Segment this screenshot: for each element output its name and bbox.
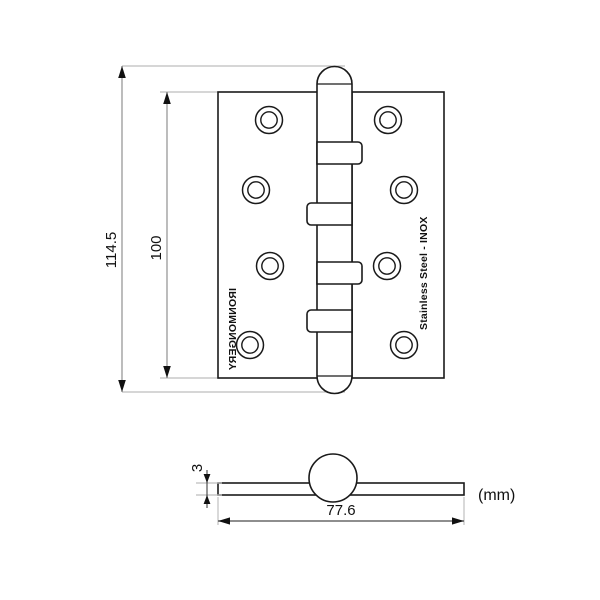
brand-text: IRONMONGERY — [227, 288, 239, 370]
side-view-group: 3 77.6 (mm) — [189, 453, 515, 525]
left-hinge-plate: IRONMONGERY — [217, 91, 319, 379]
knuckle-band — [316, 141, 363, 165]
screw-hole — [255, 251, 285, 281]
arrow-head-down — [118, 380, 126, 392]
knuckle-band — [306, 309, 353, 333]
right-hinge-plate: Stainless Steel - INOX — [351, 91, 445, 379]
front-view-group: IRONMONGERY — [103, 65, 445, 395]
barrel-body — [316, 65, 353, 395]
arrow-head-up — [203, 495, 211, 504]
arrow-head-up — [163, 92, 171, 104]
dimension-overall-height: 114.5 — [103, 66, 126, 392]
dimension-value-overall-height: 114.5 — [103, 232, 120, 268]
arrow-head-up — [118, 66, 126, 78]
screw-hole — [241, 175, 271, 205]
right-plate-screw-holes — [372, 105, 419, 360]
knuckle-band — [306, 202, 353, 226]
side-view-barrel-circle — [308, 453, 358, 503]
arrow-head-down — [203, 474, 211, 483]
screw-hole — [235, 330, 265, 360]
arrow-head-left — [218, 517, 230, 525]
dimension-value-thickness: 3 — [189, 464, 206, 472]
screw-hole — [389, 330, 419, 360]
screw-hole — [254, 105, 284, 135]
knuckle-band — [316, 261, 363, 285]
arrow-head-down — [163, 366, 171, 378]
extension-lines — [122, 65, 345, 393]
left-plate-screw-holes — [235, 105, 285, 360]
material-text: Stainless Steel - INOX — [418, 216, 430, 330]
right-plate-material-mark: Stainless Steel - INOX — [418, 216, 430, 330]
left-plate-body — [217, 91, 319, 379]
right-plate-body — [351, 91, 445, 379]
screw-hole — [389, 175, 419, 205]
left-plate-brand-mark: IRONMONGERY — [227, 288, 239, 370]
hinge-knuckle-barrel — [306, 65, 363, 395]
dimension-thickness: 3 — [189, 464, 211, 508]
dimension-value-overall-width: 77.6 — [326, 502, 355, 519]
screw-hole — [372, 251, 402, 281]
knuckle-segments — [306, 141, 363, 333]
arrow-head-right — [452, 517, 464, 525]
dimension-overall-width: 77.6 — [218, 502, 464, 525]
units-label: (mm) — [478, 487, 515, 504]
dimension-value-plate-height: 100 — [148, 235, 165, 260]
dimension-plate-height: 100 — [148, 92, 171, 378]
screw-hole — [373, 105, 403, 135]
side-view-right-leaf — [344, 482, 465, 496]
